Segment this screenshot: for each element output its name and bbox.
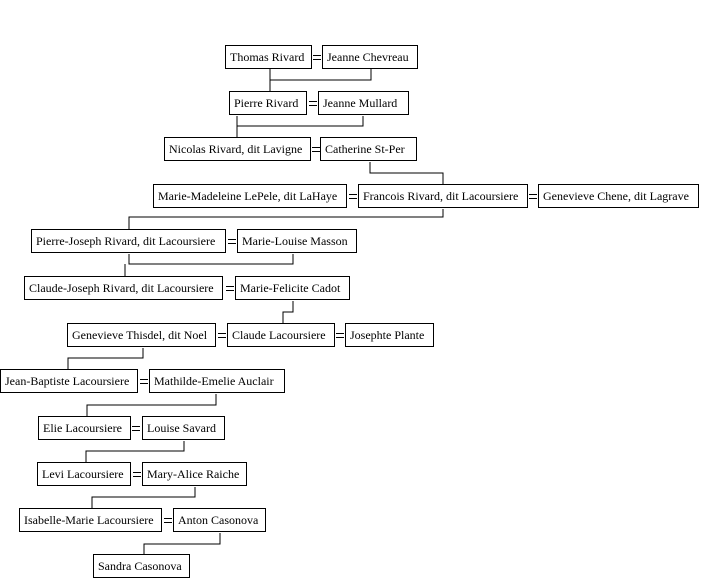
descent-line xyxy=(91,487,196,508)
marriage-symbol xyxy=(312,147,320,152)
person-jeanne-chevreau: Jeanne Chevreau xyxy=(322,45,418,69)
person-josephte-plante: Josephte Plante xyxy=(345,323,434,347)
person-jeanne-mullard: Jeanne Mullard xyxy=(318,91,409,115)
marriage-symbol xyxy=(349,194,357,199)
person-genevieve-thisdel: Genevieve Thisdel, dit Noel xyxy=(67,323,216,347)
marriage-symbol xyxy=(226,286,234,291)
person-levi-lacoursiere: Levi Lacoursiere xyxy=(37,462,131,486)
descent-line xyxy=(236,116,364,127)
descent-line xyxy=(67,348,144,369)
descent-line xyxy=(128,209,444,229)
marriage-symbol xyxy=(140,379,148,384)
person-mary-alice-raiche: Mary-Alice Raiche xyxy=(142,462,247,486)
descent-line xyxy=(86,394,217,416)
person-sandra-casonova: Sandra Casonova xyxy=(93,554,190,578)
person-thomas-rivard: Thomas Rivard xyxy=(225,45,312,69)
person-claude-lacoursiere: Claude Lacoursiere xyxy=(227,323,335,347)
marriage-symbol xyxy=(218,333,226,338)
person-mathilde-emelie-auclair: Mathilde-Emelie Auclair xyxy=(149,369,285,393)
person-pierre-joseph-rivard: Pierre-Joseph Rivard, dit Lacoursiere xyxy=(31,229,226,253)
descent-line xyxy=(85,441,185,462)
person-jean-baptiste-lacoursiere: Jean-Baptiste Lacoursiere xyxy=(0,369,138,393)
marriage-symbol xyxy=(164,518,172,523)
descent-line xyxy=(143,533,221,554)
marriage-symbol xyxy=(309,101,317,106)
person-louise-savard: Louise Savard xyxy=(142,416,225,440)
person-pierre-rivard: Pierre Rivard xyxy=(229,91,307,115)
descent-line xyxy=(369,162,444,184)
person-elie-lacoursiere: Elie Lacoursiere xyxy=(38,416,131,440)
descent-line xyxy=(282,301,294,323)
person-genevieve-chene: Genevieve Chene, dit Lagrave xyxy=(538,184,699,208)
person-marie-louise-masson: Marie-Louise Masson xyxy=(237,229,357,253)
marriage-symbol xyxy=(132,426,140,431)
marriage-symbol xyxy=(133,472,141,477)
person-isabelle-marie-lacoursiere: Isabelle-Marie Lacoursiere xyxy=(19,508,162,532)
marriage-symbol xyxy=(529,194,537,199)
person-catherine-st-per: Catherine St-Per xyxy=(320,137,417,161)
person-nicolas-rivard: Nicolas Rivard, dit Lavigne xyxy=(164,137,311,161)
marriage-symbol xyxy=(313,55,321,60)
person-marie-felicite-cadot: Marie-Felicite Cadot xyxy=(235,276,350,300)
descent-line xyxy=(269,69,372,81)
marriage-symbol xyxy=(336,333,344,338)
person-claude-joseph-rivard: Claude-Joseph Rivard, dit Lacoursiere xyxy=(24,276,223,300)
descent-line xyxy=(128,254,294,265)
marriage-symbol xyxy=(228,239,236,244)
person-marie-madeleine-lepele: Marie-Madeleine LePele, dit LaHaye xyxy=(153,184,347,208)
person-anton-casonova: Anton Casonova xyxy=(173,508,266,532)
person-francois-rivard: Francois Rivard, dit Lacoursiere xyxy=(358,184,528,208)
